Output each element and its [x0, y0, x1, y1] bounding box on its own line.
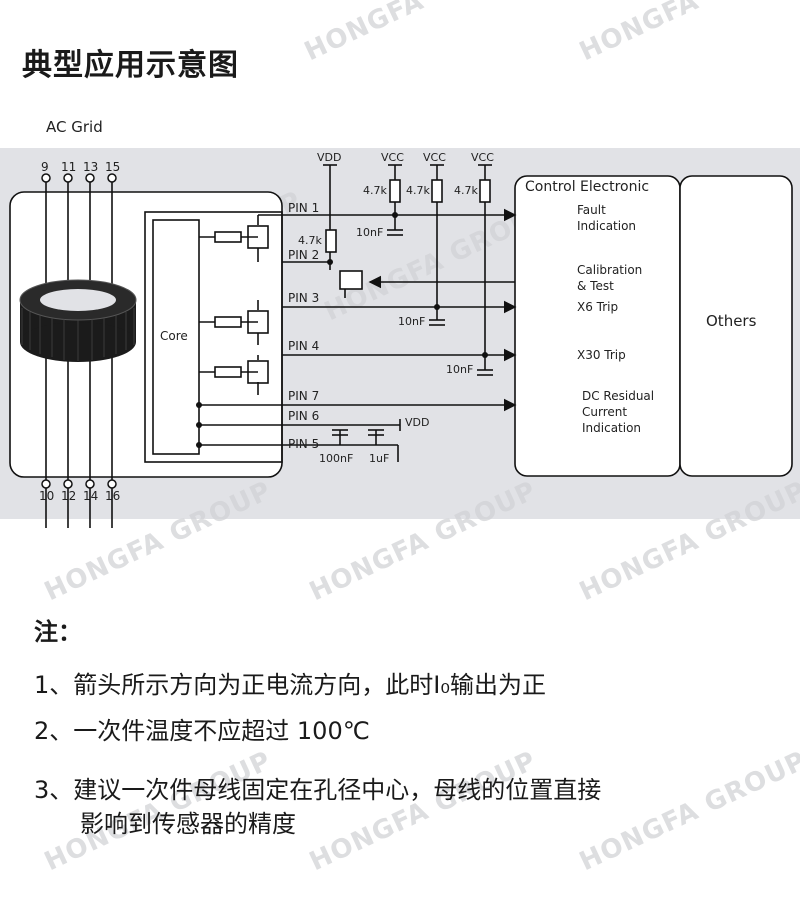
capacitor-value: 10nF: [446, 363, 473, 376]
application-circuit-diagram: AC Grid 9 11 13 15 10 12 14 16 Core PIN …: [9, 118, 793, 528]
fault-label: Indication: [577, 219, 636, 233]
pin-label: PIN 5: [288, 437, 319, 451]
resistor-value: 4.7k: [363, 184, 387, 197]
page-title: 典型应用示意图: [22, 48, 239, 83]
resistor-value: 4.7k: [298, 234, 322, 247]
ac-grid-label: AC Grid: [46, 118, 103, 136]
bottom-pin-label: 16: [105, 489, 120, 503]
note-item: 1、箭头所示方向为正电流方向，此时I₀输出为正: [34, 668, 754, 702]
note-text: 箭头所示方向为正电流方向，此时I₀输出为正: [73, 671, 546, 699]
watermark: HONGFA GROUP: [300, 0, 537, 68]
core-label: Core: [160, 329, 188, 343]
capacitor-value: 10nF: [398, 315, 425, 328]
others-label: Others: [706, 312, 757, 330]
calibration-label: & Test: [577, 279, 614, 293]
capacitor-value: 100nF: [319, 452, 353, 465]
note-text-continued: 影响到传感器的精度: [80, 810, 296, 838]
note-item: 3、建议一次件母线固定在孔径中心，母线的位置直接 影响到传感器的精度: [34, 773, 754, 841]
capacitor-value: 10nF: [356, 226, 383, 239]
note-number: 1、: [34, 671, 74, 699]
watermark: HONGFA GROUP: [575, 0, 800, 68]
top-pin-label: 11: [61, 160, 76, 174]
x30-trip-label: X30 Trip: [577, 348, 626, 362]
toroid-core-icon: [19, 279, 137, 362]
calibration-label: Calibration: [577, 263, 642, 277]
top-pin-label: 13: [83, 160, 98, 174]
fault-label: Fault: [577, 203, 606, 217]
note-text: 建议一次件母线固定在孔径中心，母线的位置直接: [73, 776, 602, 804]
vcc-label: VCC: [381, 151, 404, 164]
dc-residual-label: Current: [582, 405, 627, 419]
pin-label: PIN 2: [288, 248, 319, 262]
capacitor-value: 1uF: [369, 452, 389, 465]
pin-label: PIN 7: [288, 389, 319, 403]
bottom-pin-label: 14: [83, 489, 98, 503]
note-text: 一次件温度不应超过 100℃: [73, 717, 370, 745]
top-pin-label: 15: [105, 160, 120, 174]
pin-label: PIN 6: [288, 409, 319, 423]
vcc-label: VCC: [423, 151, 446, 164]
x6-trip-label: X6 Trip: [577, 300, 618, 314]
notes-heading: 注：: [34, 618, 82, 646]
note-item: 2、一次件温度不应超过 100℃: [34, 714, 754, 748]
pin-label: PIN 3: [288, 291, 319, 305]
bottom-pin-label: 10: [39, 489, 54, 503]
dc-residual-label: Indication: [582, 421, 641, 435]
core-block: [152, 219, 200, 455]
others-box: [679, 175, 793, 477]
vdd-label: VDD: [405, 416, 429, 429]
note-number: 3、: [34, 776, 74, 804]
top-pin-label: 9: [41, 160, 49, 174]
bottom-pin-label: 12: [61, 489, 76, 503]
control-electronic-title: Control Electronic: [525, 179, 649, 195]
pin-label: PIN 4: [288, 339, 319, 353]
resistor-value: 4.7k: [406, 184, 430, 197]
pin-label: PIN 1: [288, 201, 319, 215]
vdd-label: VDD: [317, 151, 341, 164]
vcc-label: VCC: [471, 151, 494, 164]
resistor-value: 4.7k: [454, 184, 478, 197]
dc-residual-label: DC Residual: [582, 389, 654, 403]
note-number: 2、: [34, 717, 74, 745]
